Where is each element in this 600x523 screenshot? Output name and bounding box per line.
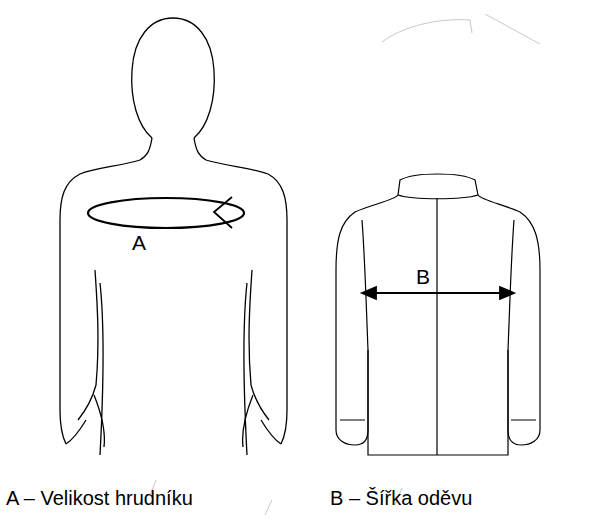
jacket	[336, 174, 540, 455]
chest-arrow	[214, 197, 232, 228]
caption-text: B – Šířka oděvu	[330, 488, 472, 508]
width-arrow	[362, 287, 514, 299]
faint-strokes	[150, 14, 540, 515]
chest-ellipse	[88, 198, 244, 228]
human-figure	[60, 18, 287, 455]
dimension-letter: A	[130, 232, 148, 253]
dimension-letter: B	[414, 266, 432, 287]
caption-text: A – Velikost hrudníku	[6, 488, 193, 508]
